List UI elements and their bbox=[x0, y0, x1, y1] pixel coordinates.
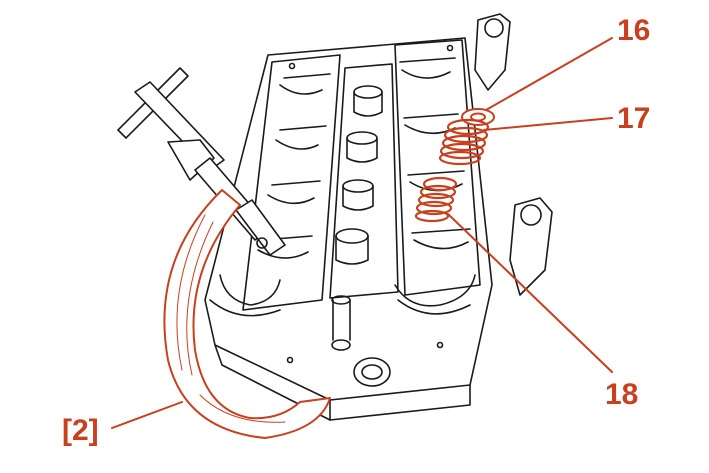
leader-line-17 bbox=[483, 117, 613, 131]
cylinder-head bbox=[204, 13, 553, 421]
part-17-valve-spring bbox=[438, 118, 490, 166]
label-tool-2: [2] bbox=[62, 414, 99, 447]
leader-line-16 bbox=[485, 37, 613, 111]
part-18-valve-spring bbox=[414, 176, 458, 223]
label-part-18: 18 bbox=[605, 378, 638, 411]
leader-lines bbox=[111, 37, 613, 429]
label-part-17: 17 bbox=[617, 102, 650, 135]
label-part-16: 16 bbox=[617, 14, 650, 47]
valve-spring-compressor-tool bbox=[117, 67, 331, 439]
leader-line-2 bbox=[111, 401, 183, 429]
part-16-spring-cap bbox=[461, 108, 495, 126]
leader-line-18 bbox=[447, 213, 613, 373]
